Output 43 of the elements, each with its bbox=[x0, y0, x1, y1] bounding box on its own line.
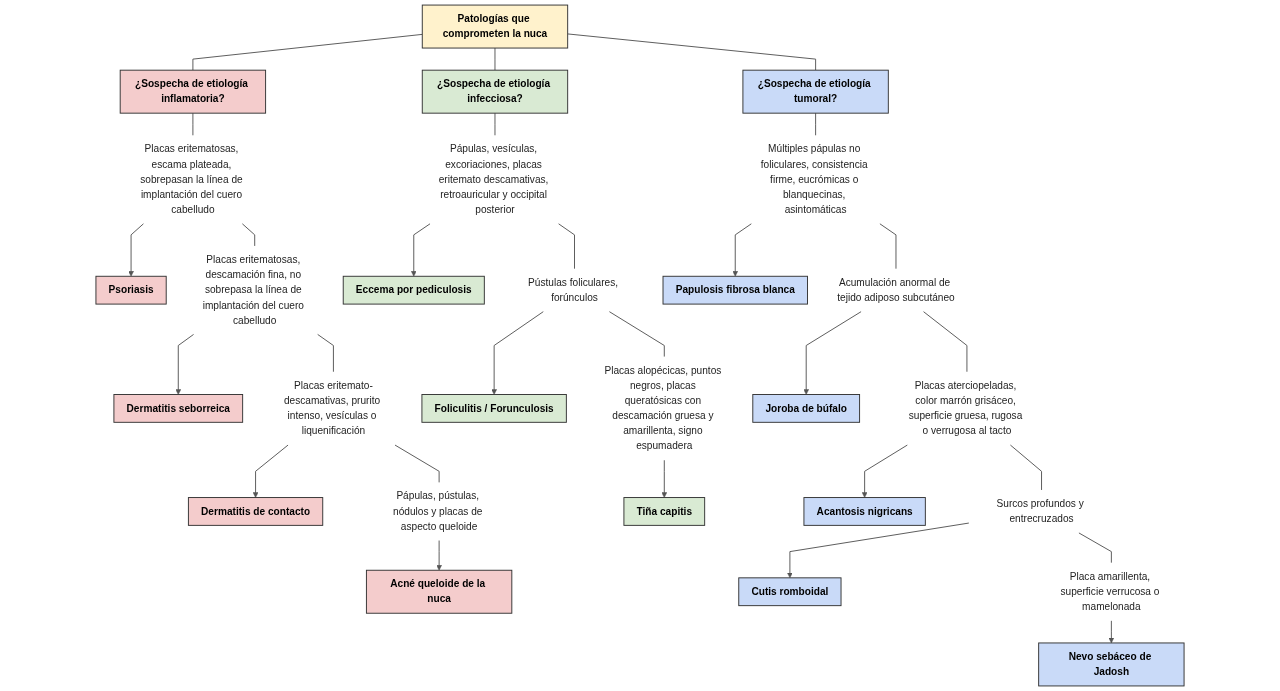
node-text: Placas aterciopeladas, color marrón grisáceo, superficie gruesa, rugosa o verrugosa al tacto bbox=[908, 379, 1023, 437]
connector bbox=[923, 311, 968, 373]
node-text: Surcos profundos y entrecruzados bbox=[996, 498, 1084, 525]
node-text: Pápulas, vesículas, excoriaciones, placas eritemato descamativas, retroauricular y occipital posterior bbox=[438, 143, 549, 215]
node-box: ¿Sospecha de etiología tumoral? bbox=[742, 69, 889, 114]
node-box: Patologías que comprometen la nuca bbox=[421, 4, 569, 49]
connector bbox=[558, 223, 575, 270]
node-box: Acantosis nigricans bbox=[803, 497, 926, 526]
node-box: ¿Sospecha de etiología infecciosa? bbox=[421, 69, 569, 114]
node-text: Placa amarillenta, superficie verrucosa o mamelonada bbox=[1060, 570, 1160, 612]
node-box: Cutis romboidal bbox=[738, 577, 842, 607]
node-text: Placas alopécicas, puntos negros, placas queratósicas con descamación gruesa y amarillenta, signo espumadera bbox=[604, 364, 722, 452]
node-box: Dermatitis seborreica bbox=[113, 394, 244, 423]
node-text: Acumulación anormal de tejido adiposo subcutáneo bbox=[837, 276, 955, 303]
node-text: Placas eritematosas, escama plateada, sobrepasan la línea de implantación del cuero cabelludo bbox=[140, 143, 243, 215]
connector bbox=[1078, 532, 1112, 564]
node-box: Eccema por pediculosis bbox=[342, 275, 485, 305]
node-text: Pápulas, pústulas, nódulos y placas de aspecto queloide bbox=[393, 490, 483, 532]
connector bbox=[815, 112, 817, 136]
node-box: Dermatitis de contacto bbox=[187, 497, 324, 526]
node-box: Joroba de búfalo bbox=[752, 394, 861, 423]
node-box: Nevo sebáceo de Jadosh bbox=[1038, 642, 1185, 687]
connector bbox=[192, 33, 423, 71]
node-text: Placas eritemato-descamativas, prurito intenso, vesículas o liquenificación bbox=[283, 379, 381, 437]
connector bbox=[317, 333, 334, 373]
node-text: Múltiples pápulas no foliculares, consistencia firme, eucrómicas o blanquecinas, asintomáticas bbox=[760, 143, 868, 215]
connector bbox=[1009, 444, 1042, 491]
node-box: Papulosis fibrosa blanca bbox=[662, 275, 808, 305]
connector bbox=[494, 112, 496, 136]
connector bbox=[394, 444, 440, 483]
node-box: ¿Sospecha de etiología inflamatoria? bbox=[119, 69, 267, 114]
node-box: Psoriasis bbox=[95, 275, 167, 305]
connector bbox=[494, 47, 496, 71]
node-box: Tiña capitis bbox=[623, 497, 706, 526]
node-text: Pústulas foliculares, forúnculos bbox=[528, 276, 619, 303]
connector bbox=[879, 223, 897, 270]
connector bbox=[608, 311, 665, 358]
connector bbox=[567, 33, 817, 71]
node-text: Placas eritematosas, descamación fina, no sobrepasa la línea de implantación del cuero cabelludo bbox=[202, 254, 304, 326]
connector bbox=[192, 112, 194, 136]
node-box: Acné queloide de la nuca bbox=[365, 569, 513, 614]
node-box: Foliculitis / Forunculosis bbox=[421, 394, 567, 423]
connector bbox=[241, 223, 256, 247]
